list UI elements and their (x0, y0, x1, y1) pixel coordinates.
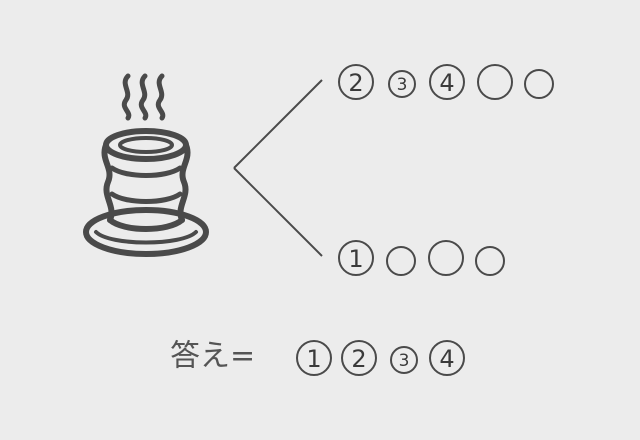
circle-large (341, 340, 377, 376)
circle-large (429, 340, 465, 376)
circle-digit: 1 (348, 245, 363, 273)
circle-digit: 3 (399, 351, 410, 371)
circle-large (429, 64, 465, 100)
circle-digit: 2 (351, 345, 366, 373)
circle-empty-large (428, 240, 464, 276)
circle-digit: 3 (397, 75, 408, 95)
circle-large (296, 340, 332, 376)
circle-empty-large (477, 64, 513, 100)
top-branch-sequence: 2 3 4 (338, 64, 554, 100)
branch-lines (233, 79, 323, 257)
answer-label: 答え= (170, 339, 255, 374)
circle-digit: 1 (306, 345, 321, 373)
circle-empty-small (475, 246, 505, 276)
steam-icon (121, 73, 166, 121)
circle-large (338, 64, 374, 100)
answer-line: 答え= 1 2 3 4 (170, 339, 465, 376)
circle-small (390, 346, 418, 374)
bottom-branch-sequence: 1 (338, 240, 505, 276)
circle-digit: 4 (439, 345, 454, 373)
tea-cup-with-steam-icon (83, 73, 209, 257)
circle-digit: 4 (439, 69, 454, 97)
circle-large (338, 240, 374, 276)
branch-line-top (233, 79, 323, 169)
cup-icon (101, 128, 191, 232)
saucer-icon (83, 207, 209, 257)
branch-line-bottom (233, 167, 323, 257)
circle-small (388, 70, 416, 98)
circle-empty-small (524, 69, 554, 99)
circle-empty-small (386, 246, 416, 276)
circle-digit: 2 (348, 69, 363, 97)
